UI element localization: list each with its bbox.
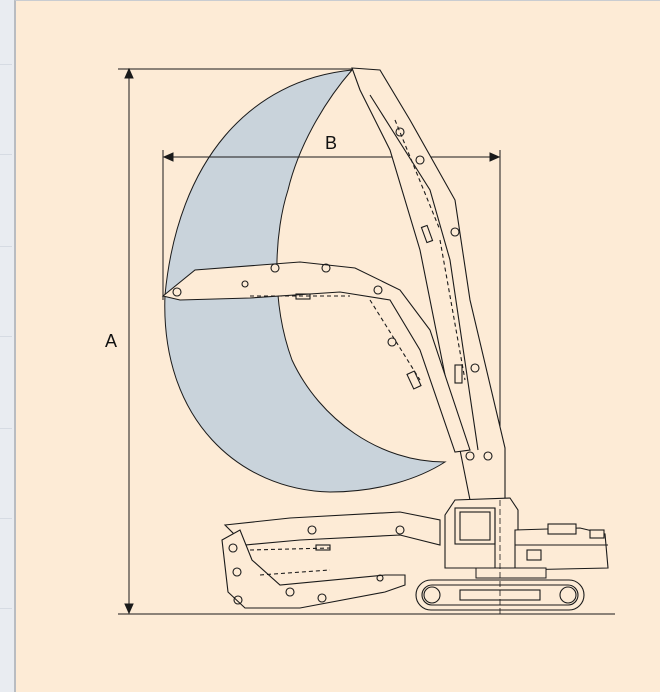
dimension-a-label: A xyxy=(105,331,118,351)
excavator-turntable xyxy=(475,567,547,579)
left-margin-tick xyxy=(0,428,12,429)
reach-envelope xyxy=(164,69,447,493)
left-margin-tick xyxy=(0,246,12,247)
left-margin-tick xyxy=(0,64,12,65)
excavator-upper-structure xyxy=(514,523,609,571)
excavator-cab xyxy=(444,497,519,569)
left-margin-tick xyxy=(0,336,12,337)
left-margin-tick xyxy=(0,608,12,609)
boom-folded xyxy=(221,511,441,609)
left-margin-tick xyxy=(0,518,12,519)
diagram-panel xyxy=(14,0,660,692)
dimension-a xyxy=(118,67,615,615)
left-margin-tick xyxy=(0,154,12,155)
dimension-b-label: B xyxy=(325,133,338,153)
boom-horizontal xyxy=(161,261,471,453)
